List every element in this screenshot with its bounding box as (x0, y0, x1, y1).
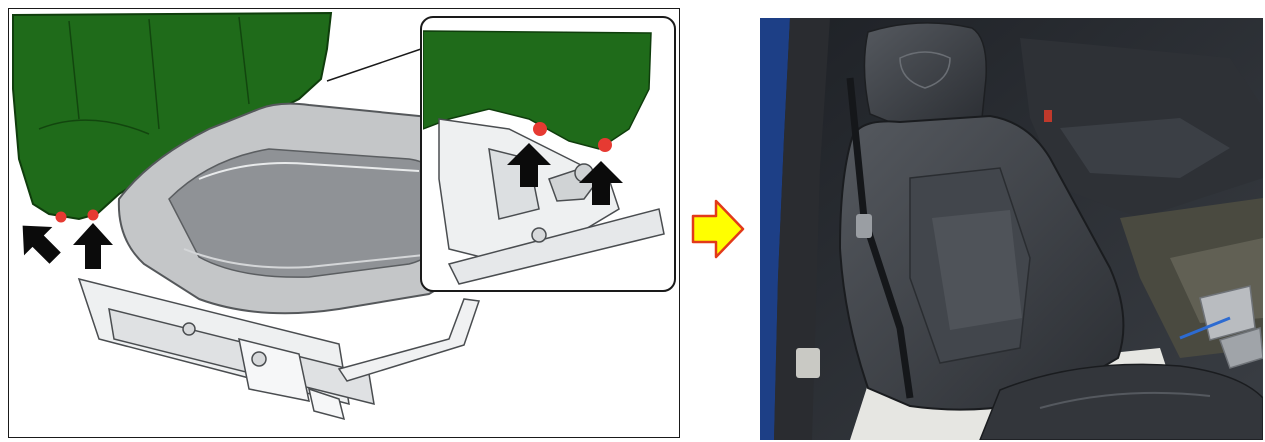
arrow-up-icon (73, 223, 113, 269)
bolt-icon (598, 138, 612, 152)
transition-arrow (690, 198, 746, 260)
installed-seat-photo (760, 18, 1263, 440)
bolt-icon (533, 122, 547, 136)
seat-photo (760, 18, 1263, 440)
bolt-icon (56, 212, 67, 223)
bolt-icon (88, 210, 99, 221)
arrow-right-icon (690, 198, 746, 260)
seat-removal-diagram (8, 8, 680, 438)
seat-illustration (9, 9, 680, 438)
callout-leader (327, 49, 421, 81)
detail-inset (421, 17, 675, 291)
headrest (864, 23, 986, 125)
